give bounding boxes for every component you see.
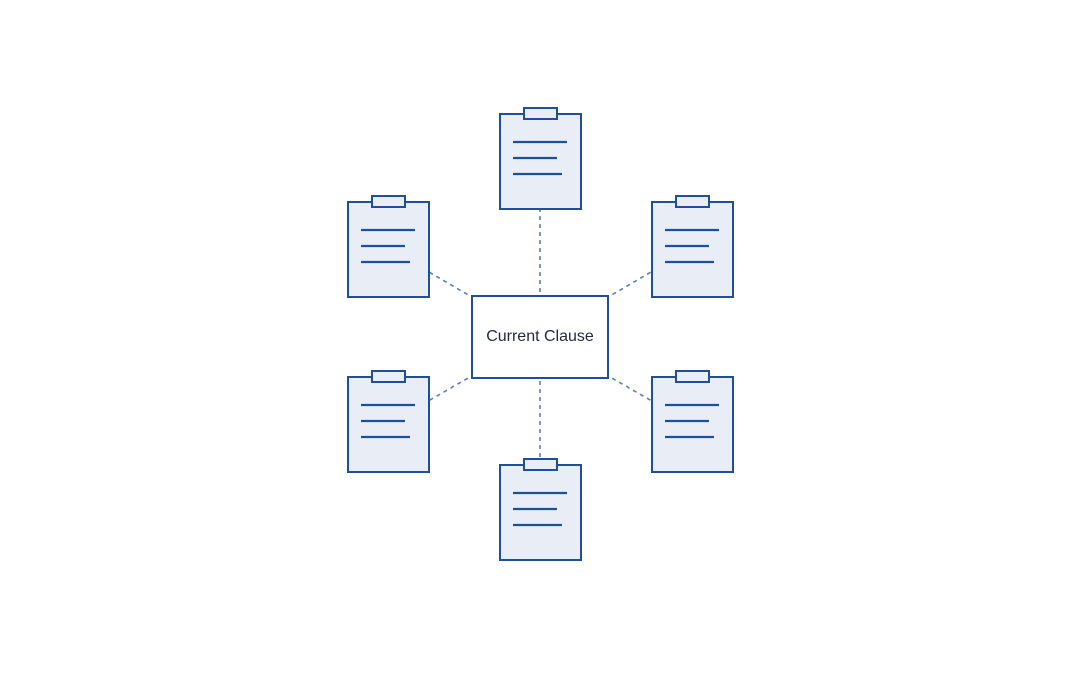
clipboard-icon-lower-left[interactable]	[347, 370, 430, 473]
clipboard-board	[499, 113, 582, 210]
clipboard-clip	[675, 195, 710, 208]
clipboard-clip	[523, 458, 558, 471]
related-clauses	[347, 107, 734, 561]
clipboard-board	[347, 201, 430, 298]
clipboard-clip	[371, 370, 406, 383]
connectors	[387, 160, 693, 512]
clipboard-icon-upper-left[interactable]	[347, 195, 430, 298]
clipboard-clip	[675, 370, 710, 383]
clipboard-icon-upper-right[interactable]	[651, 195, 734, 298]
clipboard-board	[499, 464, 582, 561]
clipboard-board	[651, 376, 734, 473]
clipboard-board	[651, 201, 734, 298]
clipboard-clip	[523, 107, 558, 120]
clipboard-icon-bottom[interactable]	[499, 458, 582, 561]
clipboard-board	[347, 376, 430, 473]
current-clause-node[interactable]	[471, 295, 609, 379]
clipboard-clip	[371, 195, 406, 208]
clipboard-icon-lower-right[interactable]	[651, 370, 734, 473]
clipboard-icon-top[interactable]	[499, 107, 582, 210]
